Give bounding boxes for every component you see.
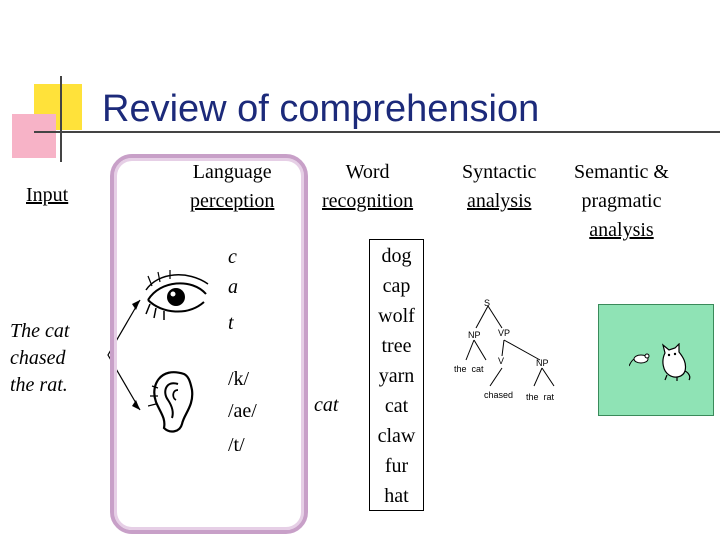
lexicon-box: [369, 239, 424, 511]
lexicon-list: dog cap wolf tree yarn cat claw fur hat: [369, 241, 424, 511]
tree-node-s: S: [484, 298, 491, 308]
perception-region: [110, 154, 308, 534]
arrow-head-eye: [132, 300, 140, 310]
sentence-line: The cat: [10, 320, 70, 342]
lexicon-item: hat: [384, 485, 409, 507]
heading-syntactic-analysis: Syntactic analysis: [462, 158, 536, 216]
lexicon-item: wolf: [378, 305, 415, 327]
tree-node-np2: NP: [536, 358, 549, 368]
heading-line: Word: [345, 161, 390, 183]
tree-node-np: NP: [468, 330, 481, 340]
ear-icon: [148, 371, 194, 433]
eye-icon: [145, 270, 209, 320]
tree-leaf-the-rat: the rat: [526, 392, 555, 402]
branch-line: [107, 299, 141, 411]
heading-word-recognition: Word recognition: [322, 158, 413, 216]
lexicon-item: cat: [384, 395, 409, 417]
slide-title: Review of comprehension: [102, 88, 540, 130]
semantic-scene: [598, 304, 714, 416]
phoneme-k: /k/: [228, 368, 250, 390]
decor-vertical-line: [60, 76, 62, 162]
heading-line: analysis: [467, 190, 532, 212]
lexicon-item: dog: [381, 245, 412, 267]
rat-icon: [629, 353, 650, 367]
lexicon-item: cap: [382, 275, 411, 297]
arrow-head-ear: [132, 400, 140, 410]
sentence-line: chased: [10, 347, 66, 369]
lexicon-item: yarn: [378, 365, 415, 387]
heading-line: perception: [190, 190, 275, 212]
heading-language-perception: Language perception: [190, 158, 274, 216]
lexicon-item: fur: [384, 455, 409, 477]
letter-a: a: [228, 276, 238, 298]
title-underline: [34, 131, 720, 133]
sentence-line: the rat.: [10, 374, 68, 396]
letter-t: t: [228, 312, 234, 334]
decor-pink-square: [12, 114, 56, 158]
tree-node-v: V: [498, 356, 505, 366]
heading-line: analysis: [589, 219, 654, 241]
parse-tree-lines: [465, 305, 555, 387]
heading-line: Semantic &: [574, 161, 669, 183]
lexicon-item: claw: [377, 425, 416, 447]
cat-icon: [661, 343, 691, 381]
heading-line: Language: [192, 161, 272, 183]
lexicon-item: tree: [381, 335, 412, 357]
phoneme-ae: /ae/: [228, 400, 257, 422]
input-sentence: The cat chased the rat.: [10, 318, 90, 399]
heading-input: Input: [26, 184, 69, 206]
tree-leaf-chased: chased: [484, 390, 514, 400]
letter-c: c: [228, 246, 237, 268]
heading-line: recognition: [322, 190, 414, 212]
heading-line: Syntactic: [462, 161, 537, 183]
recognized-word: cat: [314, 394, 339, 416]
tree-leaf-the-cat: the cat: [454, 364, 484, 374]
tree-node-vp: VP: [498, 328, 511, 338]
heading-semantic-pragmatic: Semantic & pragmatic analysis: [574, 158, 669, 245]
heading-line: pragmatic: [581, 190, 662, 212]
phoneme-t: /t/: [228, 434, 245, 456]
